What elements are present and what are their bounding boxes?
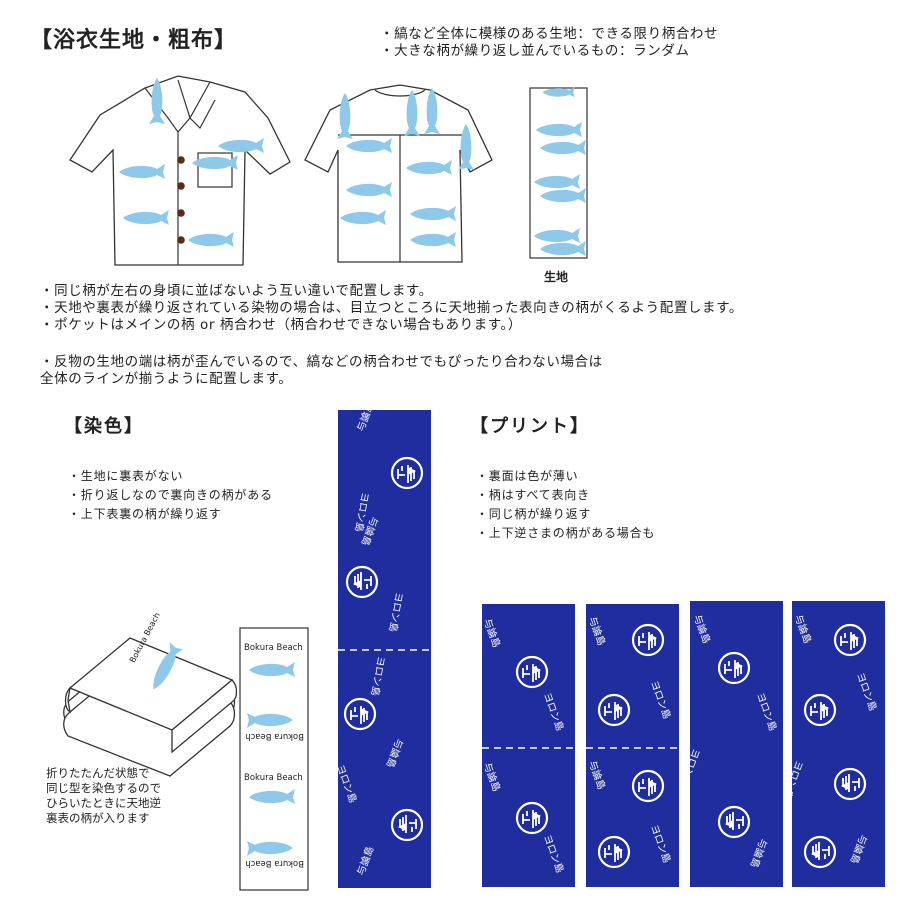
dyed-pattern-strip: [338, 410, 431, 888]
print-bullet: ・同じ柄が繰り返す: [476, 507, 592, 521]
print-bullet: ・柄はすべて表向き: [476, 488, 590, 502]
print-panel: [482, 604, 575, 887]
folded-caption-line: ひらいたときに天地逆: [46, 796, 161, 810]
fabric-strip: [529, 86, 588, 259]
edge-note-line: ・反物の生地の端は柄が歪んでいるので、縞などの柄合わせでもぴったり合わない場合は: [40, 354, 603, 370]
folded-caption-line: 同じ型を染色するので: [46, 781, 161, 795]
dyeing-bullet: ・生地に裏表がない: [68, 469, 184, 483]
print-panel: [690, 601, 783, 887]
dyeing-bullet: ・折り返しなので裏向きの柄がある: [68, 488, 273, 502]
folded-fabric-illustration: [63, 637, 238, 777]
print-heading: 【プリント】: [470, 416, 590, 437]
print-bullets: ・裏面は色が薄い ・柄はすべて表向き ・同じ柄が繰り返す ・上下逆さまの柄がある…: [476, 467, 655, 543]
button-icon: [177, 182, 185, 190]
edge-note-line: 全体のラインが揃うように配置します。: [40, 371, 293, 387]
button-icon: [177, 236, 185, 244]
folded-caption: 折りたたんだ状態で 同じ型を染色するので ひらいたときに天地逆 裏表の柄が入りま…: [46, 766, 161, 826]
placement-note: ・天地や裏表が繰り返されている染物の場合は、目立つところに天地揃った表向きの柄が…: [40, 300, 743, 316]
page-title: 【浴衣生地・粗布】: [30, 28, 238, 53]
dyeing-bullet: ・上下表裏の柄が繰り返す: [68, 507, 222, 521]
folded-caption-line: 裏表の柄が入ります: [46, 811, 150, 825]
print-bullet: ・上下逆さまの柄がある場合も: [476, 526, 656, 540]
dyeing-heading: 【染色】: [64, 416, 144, 437]
header-notes: ・縞など全体に模様のある生地：できる限り柄合わせ ・大きな柄が繰り返し並んでいる…: [380, 26, 718, 60]
edge-note: ・反物の生地の端は柄が歪んでいるので、縞などの柄合わせでもぴったり合わない場合は…: [40, 354, 603, 388]
header-note: ・大きな柄が繰り返し並んでいるもの：ランダム: [380, 43, 690, 59]
placement-note: ・同じ柄が左右の身頃に並ばないよう互い違いで配置します。: [40, 283, 433, 299]
button-icon: [177, 209, 185, 217]
folded-caption-line: 折りたたんだ状態で: [46, 766, 150, 780]
shirt-back-illustration: [304, 84, 493, 263]
dyeing-bullets: ・生地に裏表がない ・折り返しなので裏向きの柄がある ・上下表裏の柄が繰り返す: [68, 467, 273, 524]
header-note: ・縞など全体に模様のある生地：できる限り柄合わせ: [380, 26, 719, 42]
print-panel: [586, 604, 679, 887]
bokura-beach-strip: [239, 627, 309, 891]
strip-brand-label: Bokura Beach: [245, 858, 304, 868]
placement-note: ・ポケットはメインの柄 or 柄合わせ（柄合わせできない場合もあります。）: [40, 317, 522, 333]
strip-brand-label: Bokura Beach: [245, 731, 304, 741]
strip-brand-label: Bokura Beach: [244, 643, 303, 653]
print-pattern-panels: [482, 601, 885, 887]
fabric-label: 生地: [544, 270, 569, 284]
print-bullet: ・裏面は色が薄い: [476, 469, 579, 483]
button-icon: [177, 156, 185, 164]
placement-notes: ・同じ柄が左右の身頃に並ばないよう互い違いで配置します。 ・天地や裏表が繰り返さ…: [40, 283, 743, 334]
strip-brand-label: Bokura Beach: [244, 773, 303, 783]
shirt-front-illustration: [69, 75, 291, 266]
